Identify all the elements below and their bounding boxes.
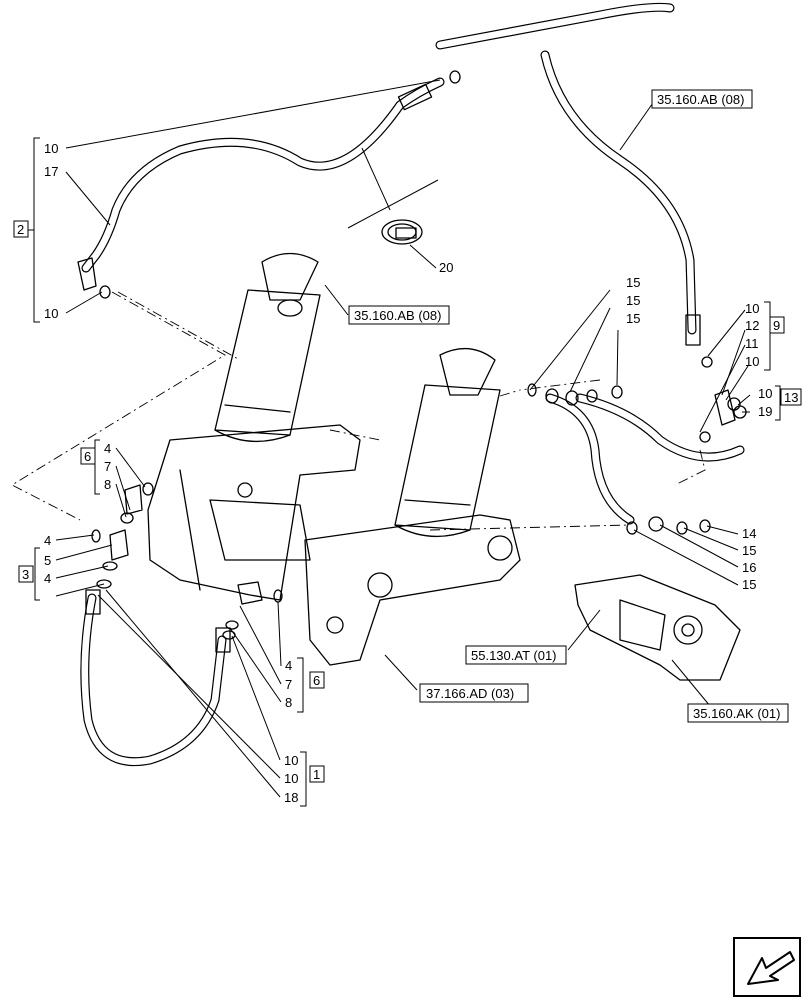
callout-8-b: 8 bbox=[285, 695, 292, 710]
ref-37166ad[interactable]: 37.166.AD (03) bbox=[426, 686, 514, 701]
hose-16 bbox=[545, 393, 745, 525]
callout-7-a: 7 bbox=[104, 459, 111, 474]
callout-10-r2: 10 bbox=[745, 354, 759, 369]
callout-16: 16 bbox=[742, 560, 756, 575]
callout-10-b2: 10 bbox=[284, 771, 298, 786]
group-3: 3 bbox=[22, 567, 29, 582]
callout-19: 19 bbox=[758, 404, 772, 419]
callout-10-r3: 10 bbox=[758, 386, 772, 401]
callout-4-b: 4 bbox=[44, 533, 51, 548]
callout-20: 20 bbox=[439, 260, 453, 275]
callout-5: 5 bbox=[44, 553, 51, 568]
hose-17 bbox=[77, 70, 461, 299]
callout-10-r1: 10 bbox=[745, 301, 759, 316]
callout-10-left: 10 bbox=[44, 306, 58, 321]
hose-upper-right bbox=[435, 2, 701, 346]
fitting-group-6-left bbox=[91, 482, 154, 589]
group-6-a: 6 bbox=[84, 449, 91, 464]
callout-7-b: 7 bbox=[285, 677, 292, 692]
group-9: 9 bbox=[773, 318, 780, 333]
ref-55130at[interactable]: 55.130.AT (01) bbox=[471, 648, 557, 663]
valve-assembly bbox=[574, 574, 741, 681]
fitting-group-9 bbox=[699, 356, 747, 443]
hose-18 bbox=[80, 589, 231, 767]
group-2: 2 bbox=[17, 222, 24, 237]
group-13: 13 bbox=[784, 390, 798, 405]
lift-cylinder-right bbox=[394, 348, 501, 538]
construction-lines bbox=[11, 291, 706, 531]
callout-8-a: 8 bbox=[104, 477, 111, 492]
callout-15-a: 15 bbox=[626, 275, 640, 290]
group-6-b: 6 bbox=[313, 673, 320, 688]
callout-15-e: 15 bbox=[742, 577, 756, 592]
ref-35160ak[interactable]: 35.160.AK (01) bbox=[693, 706, 780, 721]
hose-clamp-20 bbox=[381, 219, 423, 245]
group-1: 1 bbox=[313, 767, 320, 782]
callout-4-d: 4 bbox=[285, 658, 292, 673]
callout-18: 18 bbox=[284, 790, 298, 805]
loader-frame bbox=[147, 424, 521, 666]
leader-lines bbox=[55, 79, 751, 798]
lift-cylinder-left bbox=[214, 252, 321, 443]
callout-10-top: 10 bbox=[44, 141, 58, 156]
callout-15-d: 15 bbox=[742, 543, 756, 558]
group-brackets: 2 9 13 6 3 6 1 bbox=[13, 137, 802, 807]
reference-boxes: 35.160.AB (08) 35.160.AB (08) 55.130.AT … bbox=[348, 89, 789, 723]
callout-15-c: 15 bbox=[626, 311, 640, 326]
fitting-upper-right bbox=[527, 383, 711, 535]
callout-4-c: 4 bbox=[44, 571, 51, 586]
callout-4-a: 4 bbox=[104, 441, 111, 456]
callout-15-b: 15 bbox=[626, 293, 640, 308]
ref-35160ab-top[interactable]: 35.160.AB (08) bbox=[657, 92, 744, 107]
callout-17: 17 bbox=[44, 164, 58, 179]
callout-numbers: 10 17 10 20 15 15 15 10 12 11 10 10 19 1… bbox=[44, 141, 772, 805]
arrow-left-down-icon[interactable] bbox=[733, 937, 801, 997]
callout-14: 14 bbox=[742, 526, 756, 541]
callout-11: 11 bbox=[745, 336, 759, 351]
callout-12: 12 bbox=[745, 318, 759, 333]
ref-35160ab-mid[interactable]: 35.160.AB (08) bbox=[354, 308, 441, 323]
callout-10-b1: 10 bbox=[284, 753, 298, 768]
